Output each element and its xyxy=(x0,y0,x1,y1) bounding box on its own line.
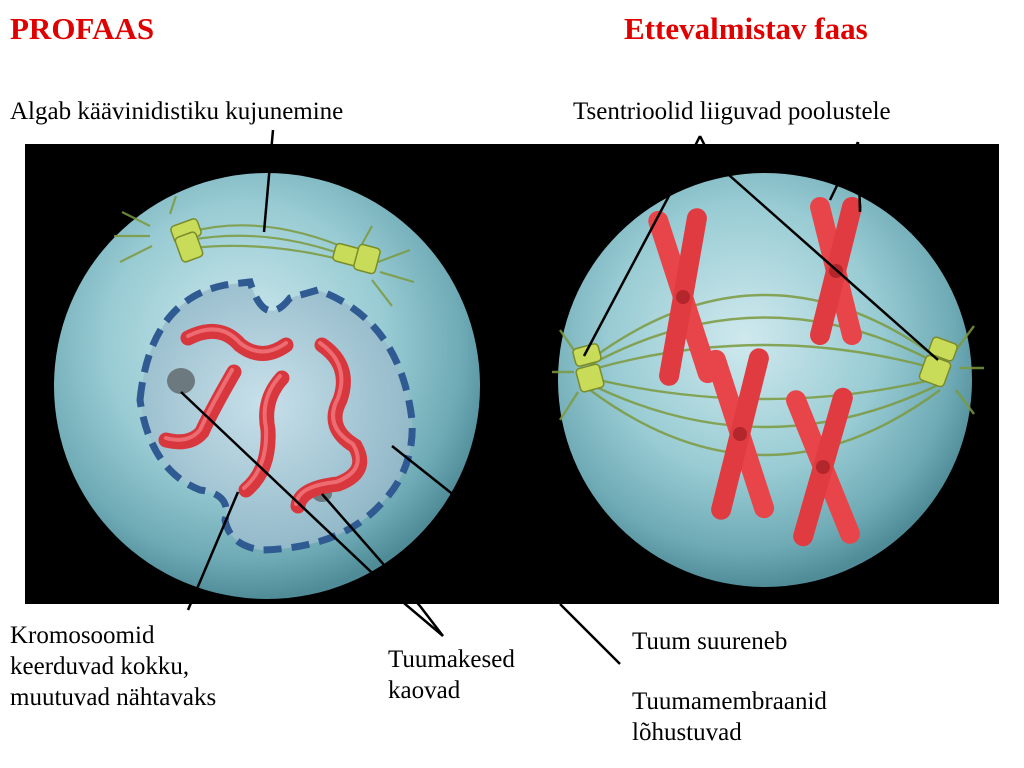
label-chromosomes-line-3: muutuvad nähtavaks xyxy=(10,684,217,711)
label-chromosomes-line-2: keerduvad kokku, xyxy=(10,653,190,680)
leader-nucleus-lower xyxy=(559,603,621,665)
nucleolus-left xyxy=(167,368,195,394)
leader-centriole-left xyxy=(582,135,702,357)
leader-spindle xyxy=(262,129,275,233)
spindle-fibers-left xyxy=(114,195,415,307)
leader-nucleus xyxy=(391,445,461,501)
label-spindle-forming: Algab käävinidistiku kujunemine xyxy=(10,98,344,125)
label-chromosomes-line-1: Kromosoomid xyxy=(10,622,155,649)
label-centrioles-move: Tsentrioolid liiguvad poolustele xyxy=(573,98,891,125)
centriole-icon xyxy=(170,218,381,275)
label-membranes: Tuumamembraanid lõhustuvad xyxy=(632,686,827,748)
leader-chromosomes xyxy=(186,491,240,611)
prophase-cell xyxy=(54,173,480,599)
spindle-fibers-right xyxy=(552,293,984,457)
label-nucleus-enlarges: Tuum suureneb xyxy=(632,628,788,655)
cell-body-right xyxy=(558,173,972,587)
nuclear-membrane-left xyxy=(136,278,416,554)
label-membranes-line-1: Tuumamembraanid xyxy=(632,688,827,715)
preparatory-cell xyxy=(552,173,984,587)
label-nucleoli: Tuumakesed kaovad xyxy=(388,644,515,706)
label-nucleoli-line-2: kaovad xyxy=(388,677,461,704)
title-prophase: PROFAAS xyxy=(10,11,155,46)
label-membranes-line-2: lõhustuvad xyxy=(632,719,742,746)
leader-centriole-top-a xyxy=(828,141,860,201)
leader-centriole-top-b xyxy=(856,141,862,213)
label-chromosomes: Kromosoomid keerduvad kokku, muutuvad nä… xyxy=(10,620,216,713)
label-nucleoli-line-1: Tuumakesed xyxy=(388,646,515,673)
leader-centriole-right xyxy=(698,135,939,361)
leader-nucleolus-1 xyxy=(180,391,444,637)
leader-lines xyxy=(180,129,939,665)
title-preparatory-phase: Ettevalmistav faas xyxy=(624,11,868,46)
centriole-pole-icon xyxy=(572,336,958,393)
leader-nucleolus-2 xyxy=(321,493,444,637)
